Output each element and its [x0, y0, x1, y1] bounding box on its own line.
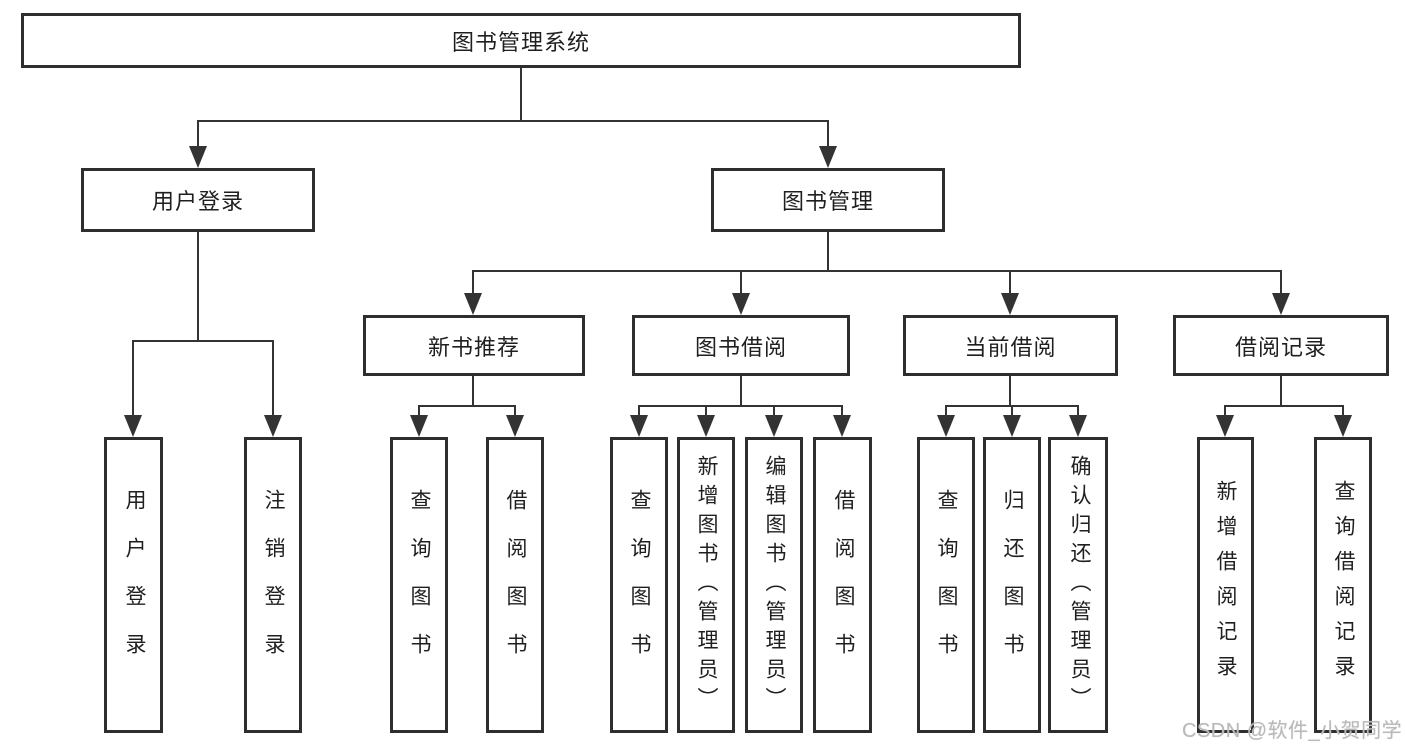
node-book-borrow: 图书借阅: [632, 315, 850, 376]
leaf-logout: 注销登录: [244, 437, 302, 733]
csdn-watermark: CSDN @软件_小贺同学: [1182, 720, 1403, 742]
connector-borrow-record-stem: [1280, 376, 1282, 407]
arrow-to-leaf-borrow-book-1: [506, 405, 524, 437]
connector-book-borrow-branch: [638, 405, 843, 407]
leaf-add-borrow-record: 新增借阅记录: [1197, 437, 1254, 733]
arrow-to-leaf-query-book-1: [410, 405, 428, 437]
arrow-to-leaf-confirm-return: [1069, 405, 1087, 437]
leaf-query-book-3: 查询图书: [917, 437, 975, 733]
connector-book-borrow-stem: [740, 376, 742, 407]
connector-book-management-stem: [827, 232, 829, 272]
connector-book-management-branch: [472, 270, 1282, 272]
connector-user-login-stem: [197, 232, 199, 342]
arrow-to-new-book-recommend: [464, 270, 482, 315]
leaf-add-book-admin: 新增图书（管理员）: [677, 437, 735, 733]
node-borrow-record: 借阅记录: [1173, 315, 1389, 376]
connector-current-borrow-stem: [1009, 376, 1011, 407]
arrow-to-leaf-edit-book: [765, 405, 783, 437]
arrow-to-leaf-query-borrow-record: [1334, 405, 1352, 437]
arrow-to-book-borrow: [732, 270, 750, 315]
arrow-to-leaf-add-borrow-record: [1216, 405, 1234, 437]
connector-borrow-record-branch: [1224, 405, 1344, 407]
leaf-borrow-book-1: 借阅图书: [486, 437, 544, 733]
connector-root-branch: [197, 120, 829, 122]
arrow-to-current-borrow: [1001, 270, 1019, 315]
connector-root-stem: [520, 68, 522, 122]
arrow-to-book-management: [819, 120, 837, 168]
leaf-query-borrow-record: 查询借阅记录: [1314, 437, 1372, 733]
arrow-to-leaf-return-book: [1003, 405, 1021, 437]
arrow-to-leaf-query-book-2: [630, 405, 648, 437]
leaf-user-login: 用户登录: [104, 437, 163, 733]
arrow-to-borrow-record: [1272, 270, 1290, 315]
leaf-query-book-1: 查询图书: [390, 437, 448, 733]
leaf-return-book: 归还图书: [983, 437, 1041, 733]
leaf-query-book-2: 查询图书: [610, 437, 668, 733]
arrow-to-leaf-borrow-book-2: [833, 405, 851, 437]
connector-new-book-recommend-branch: [418, 405, 516, 407]
arrow-to-leaf-logout: [264, 340, 282, 437]
arrow-to-leaf-user-login: [124, 340, 142, 437]
node-book-management: 图书管理: [711, 168, 945, 232]
node-current-borrow: 当前借阅: [903, 315, 1118, 376]
node-new-book-recommend: 新书推荐: [363, 315, 585, 376]
connector-user-login-branch: [132, 340, 274, 342]
node-user-login: 用户登录: [81, 168, 315, 232]
leaf-confirm-return-admin: 确认归还（管理员）: [1048, 437, 1108, 733]
arrow-to-leaf-query-book-3: [937, 405, 955, 437]
node-root-library-management-system: 图书管理系统: [21, 13, 1021, 68]
arrow-to-leaf-add-book: [697, 405, 715, 437]
connector-new-book-recommend-stem: [472, 376, 474, 407]
leaf-edit-book-admin: 编辑图书（管理员）: [745, 437, 803, 733]
leaf-borrow-book-2: 借阅图书: [813, 437, 872, 733]
arrow-to-user-login: [189, 120, 207, 168]
